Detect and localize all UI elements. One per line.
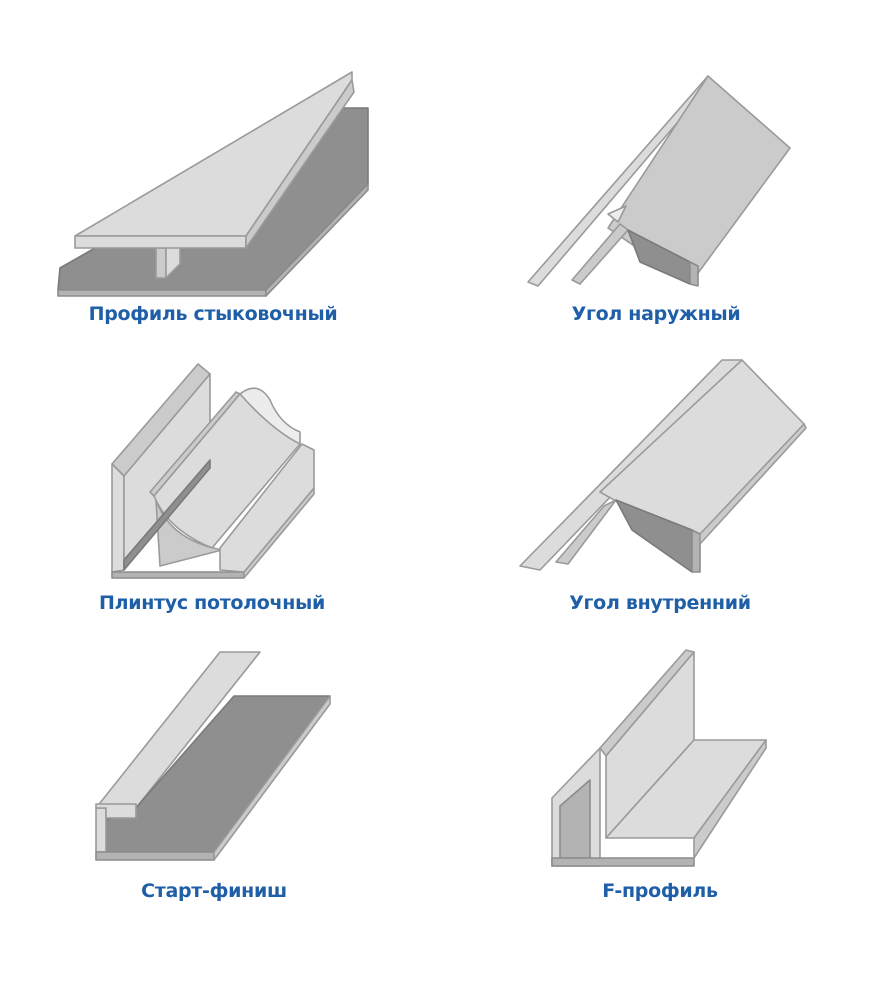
f-profile-drawing [551, 649, 767, 867]
ceiling-plinth-profile-drawing [111, 363, 315, 579]
caption-start-finish: Старт-финиш [141, 880, 287, 902]
caption-outer-corner: Угол наружный [571, 303, 741, 325]
start-finish-profile-drawing [95, 651, 331, 861]
inner-corner-profile-drawing [519, 359, 807, 573]
caption-f-profile: F-профиль [602, 880, 718, 902]
caption-joint-profile: Профиль стыковочный [88, 303, 338, 325]
caption-ceiling-plinth: Плинтус потолочный [98, 592, 326, 614]
h-joint-profile-drawing [57, 71, 369, 297]
caption-inner-corner: Угол внутренний [569, 592, 751, 614]
outer-corner-profile-drawing [527, 75, 791, 287]
